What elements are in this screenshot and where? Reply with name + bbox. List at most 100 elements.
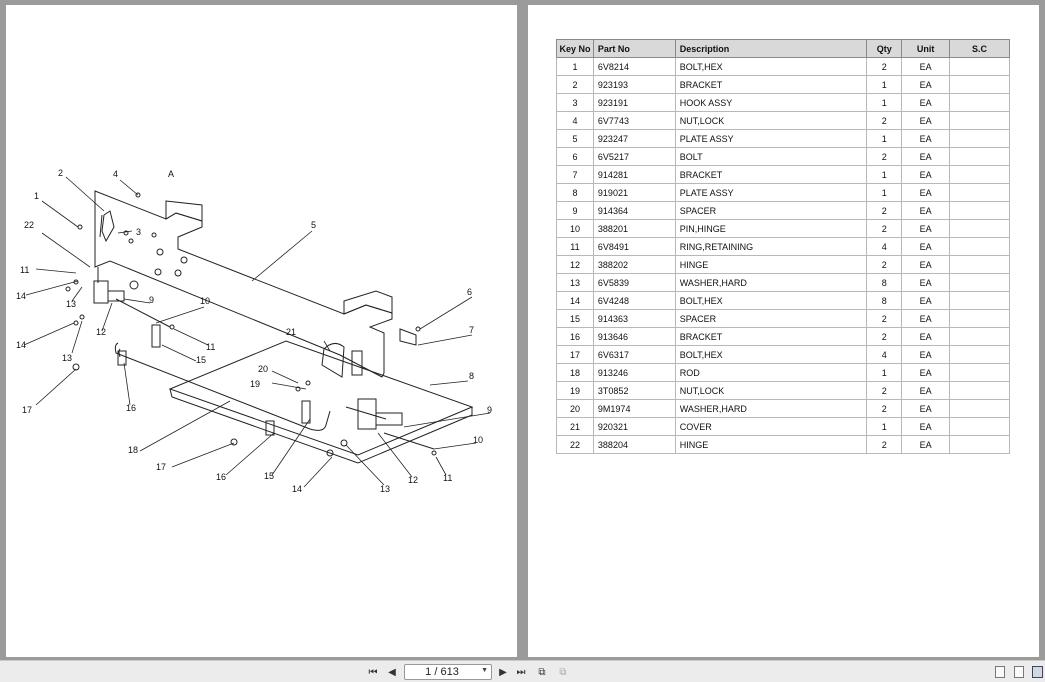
chevron-down-icon: ▼ bbox=[481, 667, 488, 674]
callout-22: 22 bbox=[24, 220, 34, 230]
key-no-cell: 8 bbox=[556, 183, 594, 202]
sc-cell bbox=[949, 165, 1010, 184]
key-no-cell: 16 bbox=[556, 327, 594, 346]
first-page-icon[interactable]: ⏮ bbox=[368, 666, 378, 678]
prev-page-icon[interactable]: ◀ bbox=[388, 666, 396, 678]
col-header-unit: Unit bbox=[901, 39, 951, 58]
description-cell: HOOK ASSY bbox=[674, 93, 868, 112]
qty-cell: 2 bbox=[866, 399, 903, 418]
sc-cell bbox=[949, 129, 1010, 148]
unit-cell: EA bbox=[901, 237, 951, 256]
part-no-cell: 6V8214 bbox=[592, 57, 676, 76]
description-cell: BOLT,HEX bbox=[674, 57, 868, 76]
part-no-cell: 914364 bbox=[592, 201, 676, 220]
description-cell: HINGE bbox=[674, 435, 868, 454]
qty-cell: 1 bbox=[866, 93, 903, 112]
col-header-qty: Qty bbox=[866, 39, 903, 58]
qty-cell: 2 bbox=[866, 201, 903, 220]
description-cell: HINGE bbox=[674, 255, 868, 274]
sc-cell bbox=[949, 183, 1010, 202]
part-no-cell: 388201 bbox=[592, 219, 676, 238]
callout-14c: 14 bbox=[292, 484, 302, 494]
qty-cell: 1 bbox=[866, 183, 903, 202]
callout-3: 3 bbox=[136, 227, 141, 237]
single-page-view-icon[interactable] bbox=[995, 666, 1005, 678]
sc-cell bbox=[949, 75, 1010, 94]
qty-cell: 1 bbox=[866, 129, 903, 148]
next-page-icon[interactable]: ▶ bbox=[499, 666, 507, 678]
key-no-cell: 6 bbox=[556, 147, 594, 166]
unit-cell: EA bbox=[901, 57, 951, 76]
unit-cell: EA bbox=[901, 345, 951, 364]
part-no-cell: 923193 bbox=[592, 75, 676, 94]
page-number-select[interactable]: 1 / 613 ▼ bbox=[404, 664, 492, 680]
view-label: A bbox=[168, 169, 174, 179]
description-cell: PLATE ASSY bbox=[674, 129, 868, 148]
unit-cell: EA bbox=[901, 75, 951, 94]
rotate-alt-icon[interactable]: ⧉ bbox=[559, 666, 567, 678]
callout-20: 20 bbox=[258, 364, 268, 374]
callout-4: 4 bbox=[113, 169, 118, 179]
callout-13c: 13 bbox=[380, 484, 390, 494]
callout-1: 1 bbox=[34, 191, 39, 201]
qty-cell: 1 bbox=[866, 417, 903, 436]
part-no-cell: 6V7743 bbox=[592, 111, 676, 130]
unit-cell: EA bbox=[901, 327, 951, 346]
callout-6: 6 bbox=[467, 287, 472, 297]
sc-cell bbox=[949, 417, 1010, 436]
part-no-cell: 913646 bbox=[592, 327, 676, 346]
last-page-icon[interactable]: ⏭ bbox=[516, 666, 526, 678]
key-no-cell: 5 bbox=[556, 129, 594, 148]
callout-7: 7 bbox=[469, 325, 474, 335]
sc-cell bbox=[949, 363, 1010, 382]
unit-cell: EA bbox=[901, 309, 951, 328]
description-cell: PIN,HINGE bbox=[674, 219, 868, 238]
rotate-icon[interactable]: ⧉ bbox=[538, 666, 546, 678]
unit-cell: EA bbox=[901, 291, 951, 310]
key-no-cell: 3 bbox=[556, 93, 594, 112]
qty-cell: 2 bbox=[866, 147, 903, 166]
key-no-cell: 1 bbox=[556, 57, 594, 76]
part-no-cell: 914363 bbox=[592, 309, 676, 328]
unit-cell: EA bbox=[901, 399, 951, 418]
sc-cell bbox=[949, 435, 1010, 454]
two-page-view-icon[interactable] bbox=[1032, 666, 1043, 678]
unit-cell: EA bbox=[901, 363, 951, 382]
sc-cell bbox=[949, 399, 1010, 418]
description-cell: WASHER,HARD bbox=[674, 399, 868, 418]
description-cell: WASHER,HARD bbox=[674, 273, 868, 292]
unit-cell: EA bbox=[901, 201, 951, 220]
sc-cell bbox=[949, 147, 1010, 166]
key-no-cell: 10 bbox=[556, 219, 594, 238]
qty-cell: 2 bbox=[866, 381, 903, 400]
qty-cell: 2 bbox=[866, 219, 903, 238]
qty-cell: 1 bbox=[866, 363, 903, 382]
pdf-toolbar: ⏮ ◀ 1 / 613 ▼ ▶ ⏭ ⧉ ⧉ bbox=[0, 660, 1045, 682]
qty-cell: 8 bbox=[866, 273, 903, 292]
key-no-cell: 22 bbox=[556, 435, 594, 454]
col-header-key-no: Key No bbox=[556, 39, 594, 58]
exploded-parts-diagram: A 1 2 3 4 5 6 7 8 9 10 11 12 13 14 15 16… bbox=[16, 168, 492, 494]
part-no-cell: 9M1974 bbox=[592, 399, 676, 418]
sc-cell bbox=[949, 93, 1010, 112]
callout-21: 21 bbox=[286, 327, 296, 337]
callout-17: 17 bbox=[22, 405, 32, 415]
unit-cell: EA bbox=[901, 165, 951, 184]
sc-cell bbox=[949, 111, 1010, 130]
sc-cell bbox=[949, 201, 1010, 220]
part-no-cell: 6V6317 bbox=[592, 345, 676, 364]
callout-14b: 14 bbox=[16, 291, 26, 301]
callout-16b: 16 bbox=[216, 472, 226, 482]
col-header-sc: S.C bbox=[949, 39, 1010, 58]
continuous-view-icon[interactable] bbox=[1014, 666, 1024, 678]
description-cell: BRACKET bbox=[674, 165, 868, 184]
callout-9b: 9 bbox=[487, 405, 492, 415]
